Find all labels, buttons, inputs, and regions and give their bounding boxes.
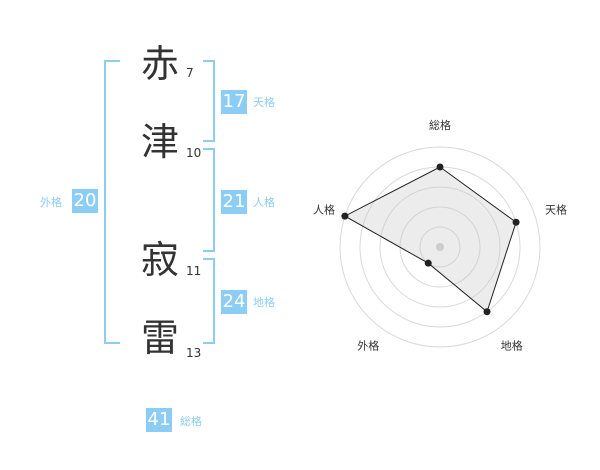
stroke-count-4: 13 — [186, 346, 202, 360]
name-char-4: 雷 — [141, 316, 180, 360]
radar-center-dot — [436, 243, 444, 251]
radar-grid-ring — [339, 146, 541, 348]
name-char-1: 赤 — [141, 42, 180, 86]
soukaku-label: 総格 — [180, 415, 202, 428]
tenkaku-badge: 17 — [221, 90, 247, 114]
radar-point-1 — [436, 163, 444, 171]
chikaku-label: 地格 — [253, 296, 275, 309]
radar-axis-label: 人格 — [313, 202, 335, 216]
jinkaku-badge: 21 — [221, 190, 247, 214]
radar-grid-ring — [419, 226, 461, 268]
chikaku-bracket — [203, 258, 215, 344]
radar-axis-label: 総格 — [429, 118, 451, 132]
stroke-count-2: 10 — [186, 146, 202, 160]
jinkaku-bracket — [203, 148, 215, 252]
soukaku-badge: 41 — [146, 408, 172, 432]
stroke-count-1: 7 — [186, 66, 194, 80]
gaikaku-label: 外格 — [40, 196, 62, 209]
radar-point-5 — [341, 212, 349, 220]
name-char-3: 寂 — [141, 238, 180, 282]
radar-point-2 — [512, 218, 520, 226]
gaikaku-badge: 20 — [72, 189, 98, 213]
stroke-count-3: 11 — [186, 264, 202, 278]
radar-point-3 — [483, 308, 491, 316]
tenkaku-label: 天格 — [253, 96, 275, 109]
radar-series-area — [343, 166, 517, 313]
radar-axis-label: 天格 — [545, 202, 567, 216]
radar-axis-label: 地格 — [501, 339, 523, 353]
jinkaku-label: 人格 — [253, 196, 275, 209]
tenkaku-bracket — [203, 60, 215, 142]
radar-axis-label: 外格 — [357, 339, 379, 353]
radar-point-4 — [424, 259, 432, 267]
radar-grid-ring — [379, 186, 501, 308]
chikaku-badge: 24 — [221, 290, 247, 314]
name-char-2: 津 — [141, 120, 180, 164]
gaikaku-bracket — [104, 60, 120, 344]
